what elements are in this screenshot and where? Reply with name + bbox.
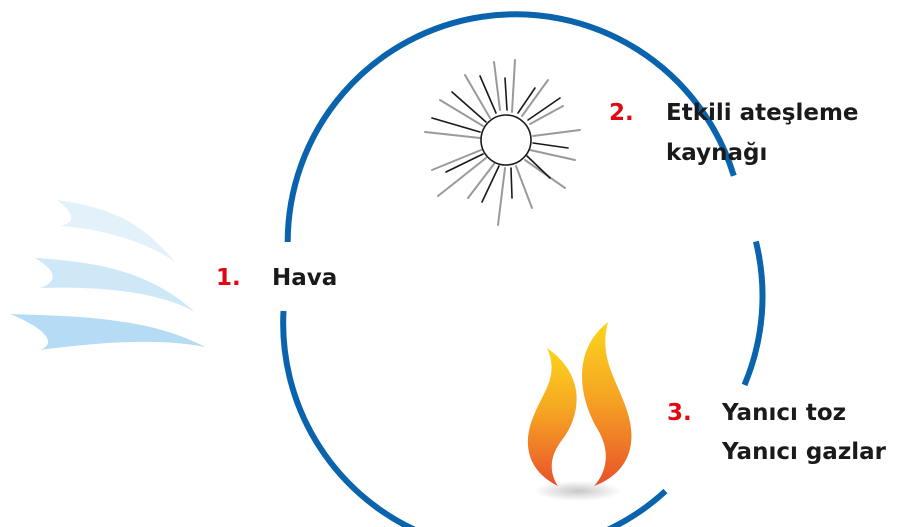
ring-arc-bottom xyxy=(280,310,668,527)
item-number: 3. xyxy=(667,400,692,426)
air-wave-top xyxy=(57,200,175,262)
item-label-line1: Yanıcı toz xyxy=(722,400,847,426)
flame-shadow xyxy=(534,481,622,501)
item-label: Hava xyxy=(272,265,338,291)
item-label-line1: Etkili ateşleme xyxy=(666,100,859,126)
spark-core xyxy=(480,114,532,166)
item-number: 2. xyxy=(609,100,634,126)
flame-icon xyxy=(527,322,632,501)
flame-right-tongue xyxy=(582,322,632,486)
cycle-ring xyxy=(280,11,766,527)
air-waves-icon xyxy=(10,200,205,350)
ring-arc-top xyxy=(284,11,737,243)
item-number: 1. xyxy=(216,265,241,291)
item-label-line2: kaynağı xyxy=(666,140,768,166)
air-wave-middle xyxy=(35,258,195,312)
ring-arc-right xyxy=(741,240,766,387)
spark-rays-dark xyxy=(431,75,569,203)
air-wave-bottom xyxy=(10,314,205,350)
flame-left-tongue xyxy=(527,348,577,486)
item-label-line2: Yanıcı gazlar xyxy=(722,439,886,465)
spark-burst-icon xyxy=(424,59,581,226)
